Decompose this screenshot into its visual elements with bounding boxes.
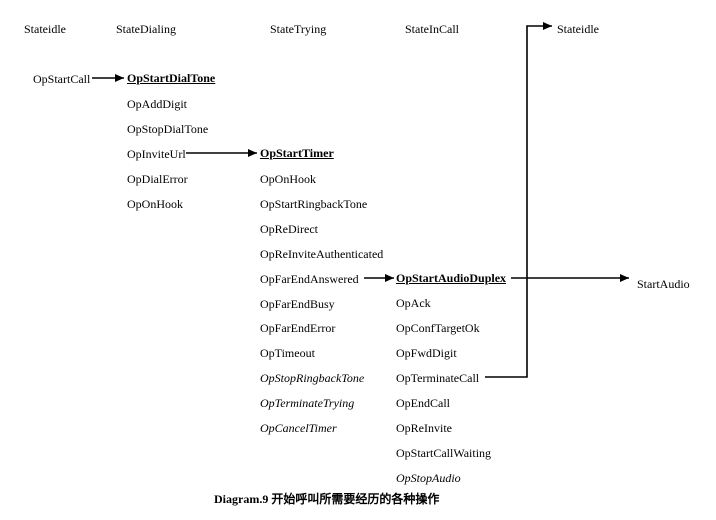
operation-opfarendanswered: OpFarEndAnswered — [260, 272, 359, 286]
operation-opterminatetrying: OpTerminateTrying — [260, 396, 355, 410]
arrow-opterminatecall-to-stateidle — [485, 22, 552, 378]
operation-opstartcall: OpStartCall — [33, 72, 91, 86]
operation-opstarttimer: OpStartTimer — [260, 146, 334, 160]
operation-optimeout: OpTimeout — [260, 346, 315, 360]
operation-opconftargetok: OpConfTargetOk — [396, 321, 480, 335]
operation-opstopdialtone: OpStopDialTone — [127, 122, 209, 136]
operation-oponhook-dialing: OpOnHook — [127, 197, 183, 211]
operation-opstopaudio: OpStopAudio — [396, 471, 461, 485]
operation-opredirect: OpReDirect — [260, 222, 318, 236]
operation-opinviteurl: OpInviteUrl — [127, 147, 186, 161]
operation-opstopringbacktone: OpStopRingbackTone — [260, 371, 365, 385]
operation-opreinviteauthenticated: OpReInviteAuthenticated — [260, 247, 384, 261]
operation-opendcall: OpEndCall — [396, 396, 450, 410]
operation-opstartdialtone: OpStartDialTone — [127, 71, 216, 85]
diagram-caption: Diagram.9 开始呼叫所需要经历的各种操作 — [214, 492, 440, 506]
operation-opdialerror: OpDialError — [127, 172, 188, 186]
state-header-stateidle-right: Stateidle — [557, 22, 599, 36]
state-header-statedialing: StateDialing — [116, 22, 176, 36]
endpoint-label-startaudio: StartAudio — [637, 277, 690, 291]
operation-opstartringbacktone: OpStartRingbackTone — [260, 197, 368, 211]
operation-oponhook-trying: OpOnHook — [260, 172, 316, 186]
operation-opstartaudioduplex: OpStartAudioDuplex — [396, 271, 507, 285]
operation-opreinvite: OpReInvite — [396, 421, 452, 435]
state-header-stateidle-left: Stateidle — [24, 22, 66, 36]
state-header-stateincall: StateInCall — [405, 22, 459, 36]
operation-opack: OpAck — [396, 296, 431, 310]
operation-opadddigit: OpAddDigit — [127, 97, 187, 111]
operation-opstartcallwaiting: OpStartCallWaiting — [396, 446, 492, 460]
operation-opcanceltimer: OpCancelTimer — [260, 421, 337, 435]
operation-opfarendbusy: OpFarEndBusy — [260, 297, 335, 311]
operation-opfarenderror: OpFarEndError — [260, 321, 336, 335]
operation-opfwddigit: OpFwdDigit — [396, 346, 457, 360]
state-header-statetrying: StateTrying — [270, 22, 327, 36]
operation-opterminatecall: OpTerminateCall — [396, 371, 480, 385]
